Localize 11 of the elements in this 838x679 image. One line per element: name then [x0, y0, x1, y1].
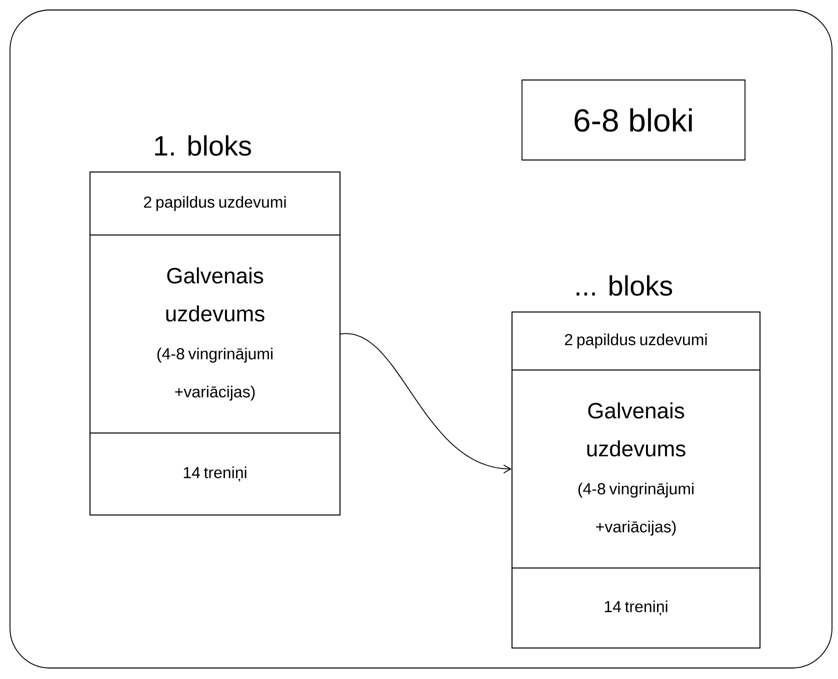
table-cell: Galvenais uzdevums (4-8 vingrinājumi +variācijas): [90, 234, 340, 434]
table-cell: 2 papildus uzdevumi: [90, 172, 340, 236]
table-cell: 14 treniņi: [90, 432, 340, 516]
node-label: 1. bloks: [155, 135, 252, 156]
table-cell: Galvenais uzdevums (4-8 vingrinājumi +variācijas): [512, 370, 760, 568]
node-label: ... bloks: [576, 275, 672, 296]
arrow: [340, 334, 512, 474]
table-cell: 2 papildus uzdevumi: [512, 312, 760, 370]
title-box: 6-8 bloki: [522, 80, 746, 160]
frame-background: [10, 10, 832, 668]
table-cell: 14 treniņi: [512, 568, 760, 648]
